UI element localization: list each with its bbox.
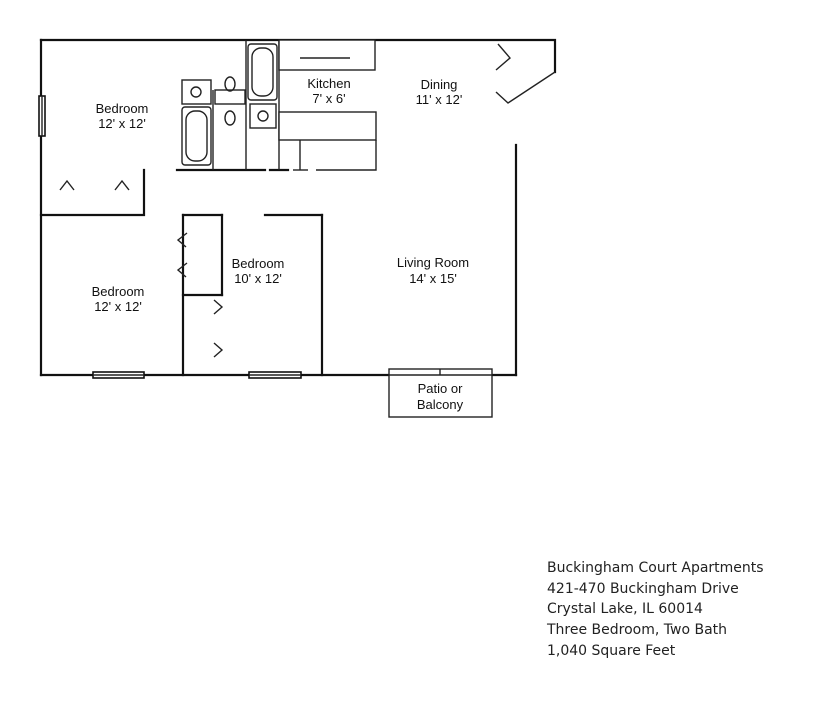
kitchen-name: Kitchen [307,76,350,91]
toilet-icon [249,103,277,129]
bathtub-icon [181,106,212,166]
bathroom-block [175,40,290,172]
patio-label-line-1: Patio or [418,381,463,396]
dining-name: Dining [421,77,458,92]
dining-size: 11' x 12' [416,92,463,107]
bedroom-1-closet [39,168,146,217]
property-city: Crystal Lake, IL 60014 [547,601,703,618]
bedroom-2-name: Bedroom [92,284,145,299]
kitchen-counters [278,39,377,171]
living-room-size: 14' x 15' [409,271,457,286]
interior-walls [176,213,324,377]
property-info: Buckingham Court Apartments 421-470 Buck… [547,558,764,662]
toilet-icon [181,79,212,105]
patio-balcony [388,368,493,418]
bedroom-3-size: 10' x 12' [234,271,282,286]
patio-label-line-2: Balcony [417,397,464,412]
bedroom-1-size: 12' x 12' [98,116,146,131]
outer-walls [39,38,557,377]
property-area: 1,040 Square Feet [547,642,676,659]
kitchen-size: 7' x 6' [312,91,345,106]
bedroom-2-size: 12' x 12' [94,299,142,314]
property-address: 421-470 Buckingham Drive [547,580,739,597]
vanity-icon [214,89,246,105]
property-name: Buckingham Court Apartments [547,560,764,576]
entry-door [495,43,556,104]
living-room-name: Living Room [397,255,469,270]
bedroom-3-name: Bedroom [232,256,285,271]
bathtub-icon [247,43,278,101]
bedroom-1-name: Bedroom [96,101,149,116]
property-layout: Three Bedroom, Two Bath [547,622,728,639]
bottom-windows [92,371,302,379]
